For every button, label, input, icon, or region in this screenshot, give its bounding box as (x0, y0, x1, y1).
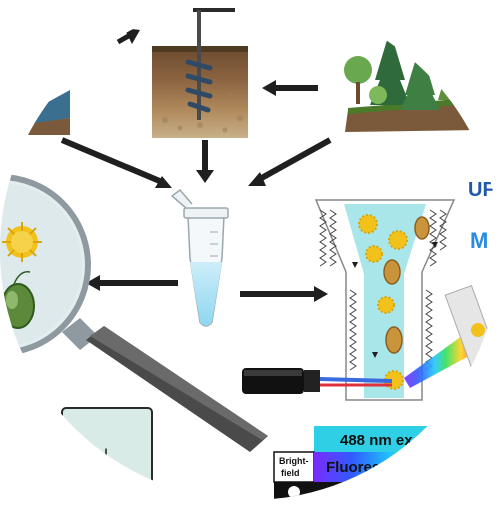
arrowheads (86, 28, 328, 302)
pollen-particles (358, 214, 408, 390)
forest-scene (344, 30, 480, 132)
laser-source (242, 368, 393, 394)
result-card: l (61, 407, 153, 500)
soil-core-scene (152, 8, 248, 138)
pollen-grain-icon (2, 222, 42, 262)
svg-text:l: l (104, 446, 108, 466)
excitation-header-text: 488 nm ex (340, 432, 413, 449)
auger-handle (193, 8, 235, 12)
brightfield-label-line2: field (281, 468, 300, 478)
algae-cell-icon (1, 283, 35, 329)
lake-sample-scene (0, 60, 70, 135)
sample-tube (170, 188, 229, 327)
fluorescence-label: Fluoresc (326, 459, 389, 476)
imaging-flow-cell (314, 199, 456, 401)
brightfield-label-line1: Bright- (279, 456, 309, 466)
logo-m-partial: M (470, 228, 488, 253)
seed-particles (383, 216, 430, 354)
logo-uf-partial: UF (468, 179, 495, 201)
